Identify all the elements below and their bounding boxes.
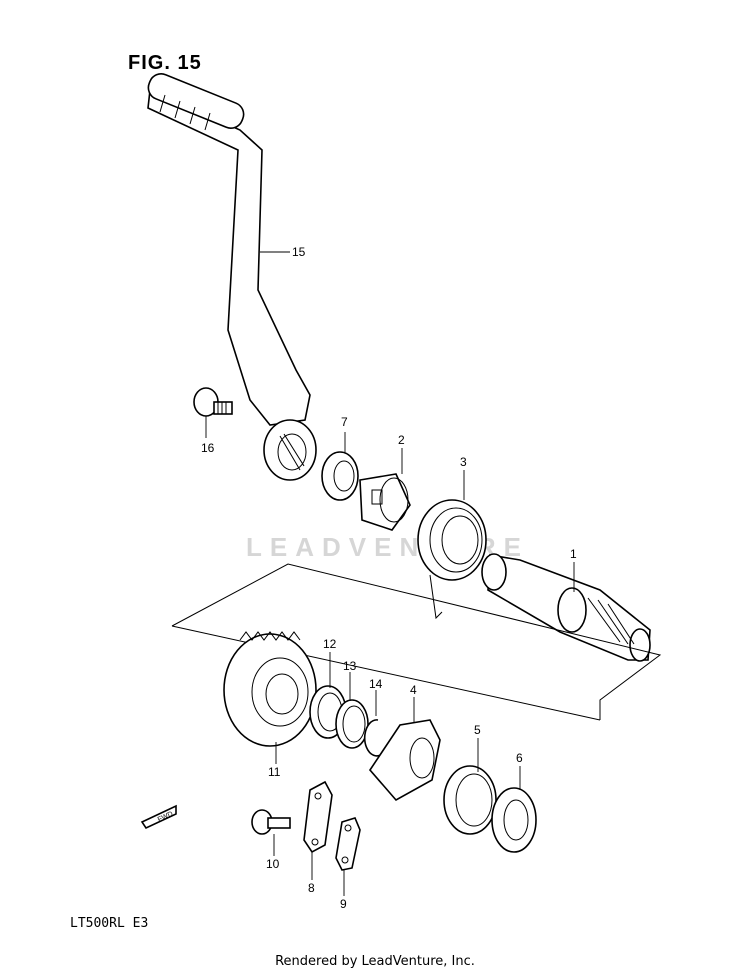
figure-title: FIG. 15: [128, 52, 202, 74]
sub-assembly-outline: [171, 563, 662, 721]
plate-9[interactable]: [335, 817, 361, 871]
kick-gear-11[interactable]: [223, 631, 317, 747]
callout-12: 12: [323, 637, 337, 651]
callout-5: 5: [474, 723, 481, 737]
ratchet-4[interactable]: [368, 719, 441, 802]
washer-13[interactable]: [335, 699, 369, 749]
bolt-16[interactable]: [193, 387, 233, 417]
oil-seal-7[interactable]: [321, 451, 359, 501]
svg-text:FWD: FWD: [157, 811, 174, 824]
bolt-10[interactable]: [251, 809, 291, 835]
kick-spring-3[interactable]: [417, 499, 487, 620]
callout-7: 7: [341, 415, 348, 429]
callout-6: 6: [516, 751, 523, 765]
leader-lines: [205, 251, 575, 896]
spring-5[interactable]: [443, 765, 497, 835]
callout-3: 3: [460, 455, 467, 469]
callout-11: 11: [268, 765, 281, 779]
fwd-arrow-icon: FWD: [140, 804, 177, 830]
callout-8: 8: [308, 881, 315, 895]
callout-14: 14: [369, 677, 383, 691]
callout-4: 4: [410, 683, 417, 697]
callout-1: 1: [570, 547, 577, 561]
kick-starter-shaft-1[interactable]: [481, 553, 651, 662]
plate-8[interactable]: [303, 780, 333, 854]
callout-9: 9: [340, 897, 347, 911]
kick-starter-lever[interactable]: [145, 70, 317, 481]
callout-10: 10: [266, 857, 280, 871]
callout-15: 15: [292, 245, 306, 259]
washer-6[interactable]: [491, 787, 537, 853]
callout-16: 16: [201, 441, 215, 455]
footer-credit: Rendered by LeadVenture, Inc.: [275, 954, 475, 969]
callout-2: 2: [398, 433, 405, 447]
callout-13: 13: [343, 659, 357, 673]
model-code: LT500RL E3: [70, 916, 149, 931]
guide-2[interactable]: [359, 473, 411, 531]
